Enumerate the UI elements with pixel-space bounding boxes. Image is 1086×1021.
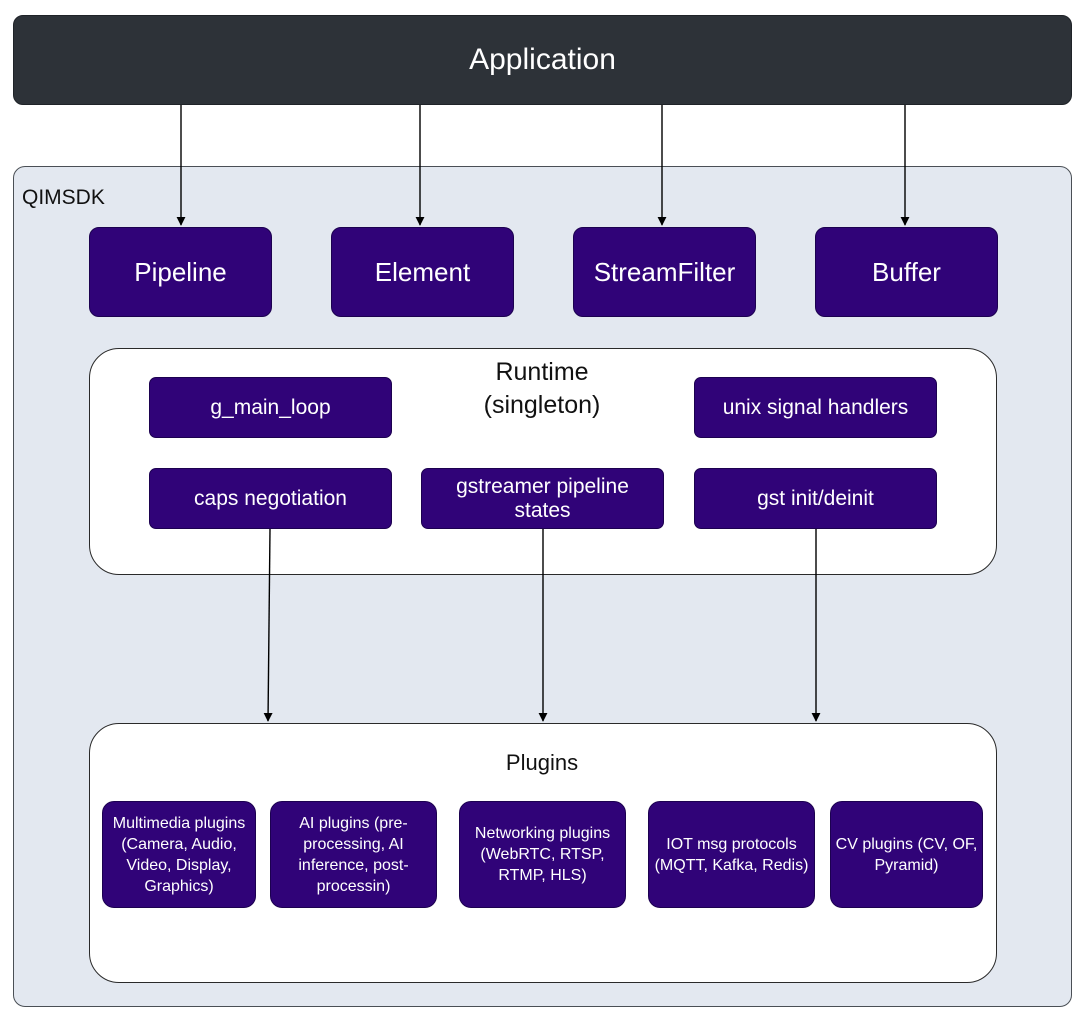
ai-plugins-box: AI plugins (pre-processing, AI inference…	[270, 801, 437, 908]
element-box: Element	[331, 227, 514, 317]
buffer-box: Buffer	[815, 227, 998, 317]
application-label: Application	[469, 43, 616, 76]
runtime-title: Runtime (singleton)	[483, 358, 601, 419]
unix-signal-handlers-box: unix signal handlers	[694, 377, 937, 438]
cv-plugins-box: CV plugins (CV, OF, Pyramid)	[830, 801, 983, 908]
application-box: Application	[13, 15, 1072, 105]
qimsdk-label: QIMSDK	[22, 186, 105, 209]
pipeline-box: Pipeline	[89, 227, 272, 317]
g-main-loop-box: g_main_loop	[149, 377, 392, 438]
multimedia-plugins-box: Multimedia plugins (Camera, Audio, Video…	[102, 801, 256, 908]
iot-msg-protocols-box: IOT msg protocols (MQTT, Kafka, Redis)	[648, 801, 815, 908]
streamfilter-box: StreamFilter	[573, 227, 756, 317]
networking-plugins-box: Networking plugins (WebRTC, RTSP, RTMP, …	[459, 801, 626, 908]
gst-init-deinit-box: gst init/deinit	[694, 468, 937, 529]
plugins-title: Plugins	[505, 750, 579, 775]
gstreamer-pipeline-states-box: gstreamer pipeline states	[421, 468, 664, 529]
caps-negotiation-box: caps negotiation	[149, 468, 392, 529]
arrow-caps-to-plugins	[263, 528, 273, 722]
